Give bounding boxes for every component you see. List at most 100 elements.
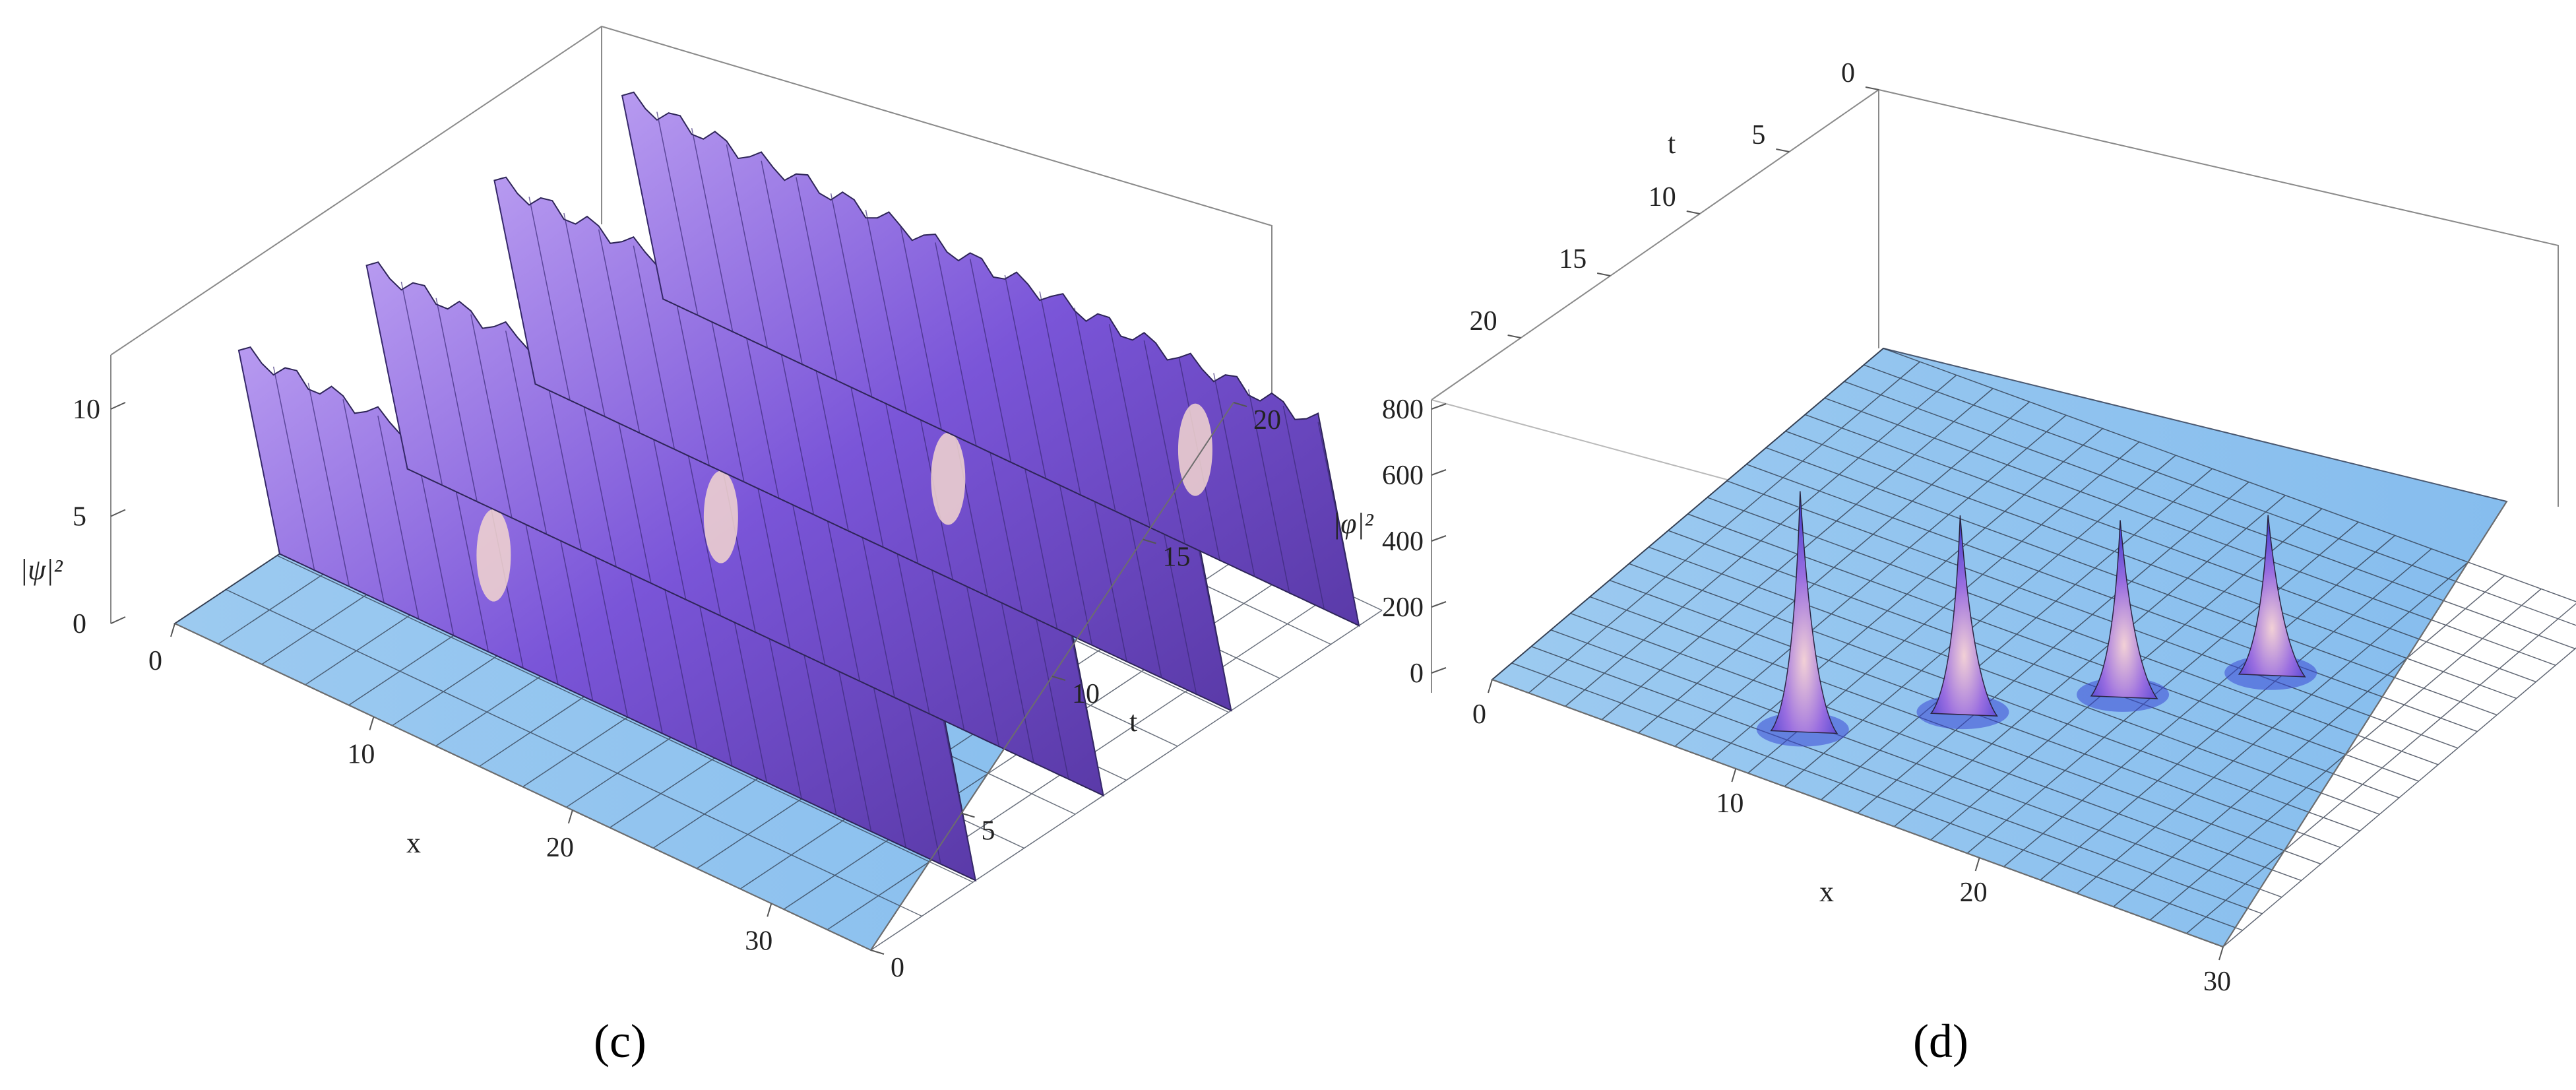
z-tick-mark — [110, 509, 126, 517]
panel-d-t-axis-label: t — [1668, 127, 1676, 160]
x-tick-mark — [2218, 946, 2224, 961]
mesh-line — [1864, 364, 2576, 626]
crest-stripe — [761, 160, 803, 365]
z-tick-mark — [1431, 469, 1447, 476]
peak-3 — [1916, 515, 2009, 730]
z-tick-label: 5 — [73, 502, 86, 532]
crest-stripe — [656, 112, 699, 316]
mesh-line — [1570, 612, 2302, 882]
t-tick-mark — [1776, 148, 1790, 152]
mesh-line — [1765, 447, 2497, 716]
crest-stripe — [272, 366, 315, 571]
t-tick-mark — [1865, 86, 1879, 90]
t-tick-mark — [1597, 272, 1611, 276]
x-tick-mark — [1974, 857, 1980, 872]
mesh-line — [1844, 381, 2575, 649]
crest-stripe — [1108, 324, 1151, 528]
crest-stripe — [1317, 422, 1360, 626]
crest-stripe — [1247, 389, 1290, 593]
crest-stripe — [470, 314, 513, 519]
x-tick-label: 30 — [745, 926, 772, 956]
mesh-line — [1805, 414, 2536, 683]
mesh-line — [1824, 397, 2556, 666]
crest-stripe — [1004, 274, 1047, 479]
crest-stripe — [377, 415, 420, 620]
crest-dislocation — [703, 470, 738, 563]
z-tick-label: 600 — [1382, 461, 1424, 491]
panel-c-caption: (c) — [594, 1015, 646, 1068]
crest-stripe — [307, 383, 350, 587]
t-tick-label: 5 — [1751, 120, 1765, 150]
crest-stripe — [796, 177, 838, 381]
t-tick-label: 20 — [1253, 405, 1281, 435]
mesh-line — [1511, 662, 2243, 931]
crest-stripe — [830, 193, 873, 397]
mesh-line — [1883, 348, 2576, 602]
peak-1 — [2224, 515, 2317, 690]
mesh-line — [1531, 646, 2263, 914]
z-tick-mark — [110, 616, 126, 624]
crest-stripe — [365, 265, 408, 469]
t-tick-label: 10 — [1649, 182, 1676, 212]
mesh-line — [1746, 463, 2478, 732]
x-tick-label: 30 — [2203, 967, 2231, 997]
crest-stripe — [400, 281, 443, 486]
panel-d-peaks — [1756, 491, 2317, 747]
t-tick-label: 20 — [1470, 306, 1497, 337]
panel-d-x-axis-label: x — [1819, 876, 1834, 908]
panel-c-t-axis-label: t — [1129, 705, 1137, 738]
panel-d-t-axis: 0 5 10 15 20 — [1470, 58, 1879, 338]
crest-stripe — [598, 229, 641, 433]
crest-stripe — [633, 245, 675, 450]
mesh-line — [1726, 480, 2459, 749]
t-tick-mark — [1507, 335, 1521, 338]
crest-dislocation — [1178, 403, 1212, 496]
z-tick-mark — [1431, 403, 1447, 410]
z-tick-label: 10 — [73, 395, 100, 425]
x-tick-mark — [369, 717, 375, 730]
x-tick-label: 10 — [347, 739, 375, 769]
crest-stripe — [435, 298, 478, 502]
z-tick-label: 400 — [1382, 527, 1424, 557]
mesh-line — [1687, 513, 2419, 782]
t-tick-label: 5 — [982, 816, 995, 847]
t-tick-mark — [1686, 210, 1700, 214]
z-tick-label: 0 — [73, 609, 86, 639]
x-tick-mark — [1488, 679, 1493, 693]
t-tick-mark — [1143, 538, 1156, 544]
x-tick-label: 0 — [148, 646, 162, 676]
t-tick-label: 0 — [1841, 58, 1855, 88]
x-tick-mark — [1731, 768, 1737, 783]
peak-body — [2238, 515, 2306, 678]
crest-stripe — [900, 226, 942, 430]
crest-stripe — [865, 209, 908, 414]
x-tick-mark — [767, 903, 772, 917]
crest-stripe — [691, 128, 734, 332]
mesh-line — [1589, 596, 2321, 865]
z-tick-mark — [1431, 535, 1447, 542]
peak-body — [1770, 491, 1838, 734]
crest-stripe — [493, 180, 536, 385]
x-tick-mark — [567, 810, 573, 824]
panel-d-caption: (d) — [1913, 1015, 1968, 1068]
crest-stripe — [621, 95, 664, 300]
mesh-line — [1550, 629, 2282, 898]
peak-4 — [1756, 491, 1849, 747]
t-tick-label: 15 — [1559, 244, 1586, 274]
mesh-line — [1668, 530, 2400, 798]
z-tick-label: 0 — [1410, 658, 1424, 689]
panel-c-x-axis-label: x — [406, 827, 421, 859]
crest-stripe — [1143, 340, 1186, 544]
z-tick-mark — [1431, 667, 1447, 674]
t-tick-mark — [1233, 402, 1247, 407]
crest-stripe — [1074, 307, 1116, 512]
t-tick-mark — [870, 949, 885, 955]
panel-c-crests — [237, 91, 1360, 882]
t-tick-mark — [1052, 676, 1066, 681]
